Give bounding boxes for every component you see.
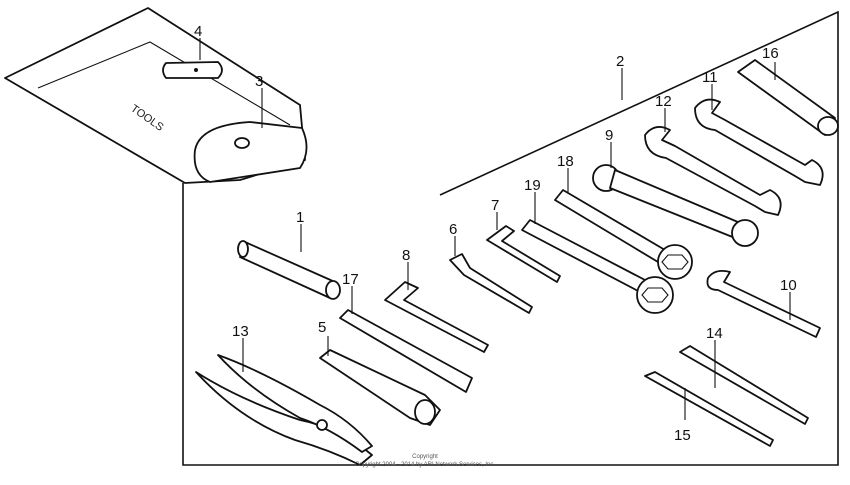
part-label-6: 6: [449, 221, 457, 238]
spark-plug-wrench: [319, 349, 441, 426]
hex-key-6: [449, 253, 533, 314]
part-label-5: 5: [318, 319, 326, 336]
screwdriver-14: [679, 345, 809, 425]
screwdriver-handle: [737, 59, 839, 136]
part-label-2: 2: [616, 53, 624, 70]
part-label-3: 3: [255, 73, 263, 90]
socket-tube: [237, 240, 341, 300]
part-label-15: 15: [674, 427, 691, 444]
part-label-1: 1: [296, 209, 304, 226]
part-label-18: 18: [557, 153, 574, 170]
part-label-11: 11: [702, 69, 718, 86]
box-wrench-19: [521, 219, 674, 314]
hex-key-8: [384, 281, 489, 353]
tool-bag: TOOLS: [4, 7, 308, 184]
extension-bar: [339, 309, 473, 393]
part-label-17: 17: [342, 271, 359, 288]
part-label-16: 16: [762, 45, 779, 62]
copyright-line-1: Copyright: [412, 454, 438, 460]
part-label-14: 14: [706, 325, 723, 342]
part-label-4: 4: [194, 23, 202, 40]
open-end-wrench-11: [694, 98, 824, 186]
part-label-10: 10: [780, 277, 797, 294]
pliers: [195, 354, 373, 466]
small-wrench-10: [706, 269, 821, 338]
part-label-13: 13: [232, 323, 249, 340]
part-label-12: 12: [655, 93, 672, 110]
hex-key-7: [486, 225, 561, 283]
part-label-7: 7: [491, 197, 499, 214]
part-label-8: 8: [402, 247, 410, 264]
kit-outline: [182, 10, 839, 466]
leader-lines: [199, 38, 791, 420]
combination-wrench-9: [592, 164, 759, 247]
copyright-line-2: Copyright 2004 - 2014 by ARI Network Ser…: [355, 462, 495, 468]
part-label-19: 19: [524, 177, 541, 194]
open-end-wrench-12: [644, 126, 782, 216]
box-wrench-18: [554, 189, 693, 280]
part-label-9: 9: [605, 127, 613, 144]
screwdriver-15: [644, 371, 774, 447]
